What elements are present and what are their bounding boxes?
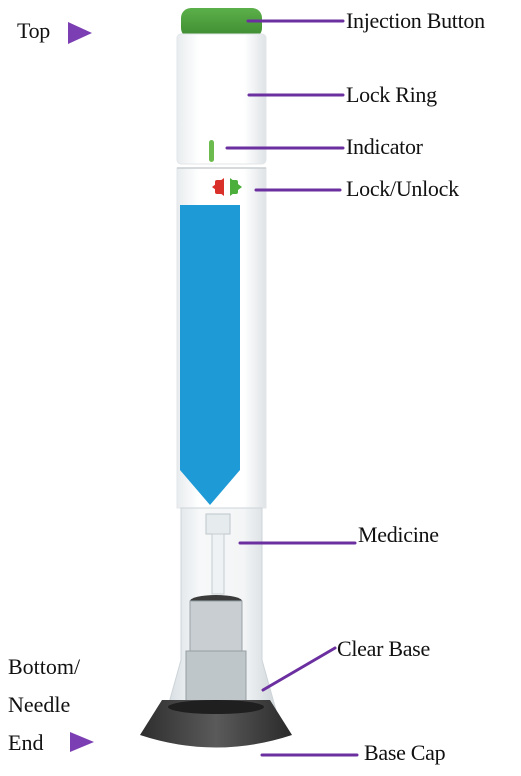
label-medicine: Medicine — [358, 522, 439, 548]
label-indicator: Indicator — [346, 134, 423, 160]
top-arrow-icon — [68, 22, 92, 44]
label-top: Top — [17, 18, 50, 44]
label-bottom-line2: Needle — [8, 686, 80, 724]
label-lock-unlock: Lock/Unlock — [346, 176, 459, 202]
label-lock-ring: Lock Ring — [346, 82, 437, 108]
indicator-mark — [209, 140, 214, 162]
label-bottom-line3: End — [8, 724, 80, 762]
label-clear-base: Clear Base — [337, 636, 430, 662]
label-bottom-needle-end: Bottom/ Needle End — [8, 648, 80, 762]
label-injection-button: Injection Button — [346, 8, 485, 34]
label-bottom-line1: Bottom/ — [8, 648, 80, 686]
lock-ring-shape — [177, 34, 266, 164]
label-base-cap: Base Cap — [364, 740, 445, 766]
medicine-window-shape — [180, 205, 240, 505]
